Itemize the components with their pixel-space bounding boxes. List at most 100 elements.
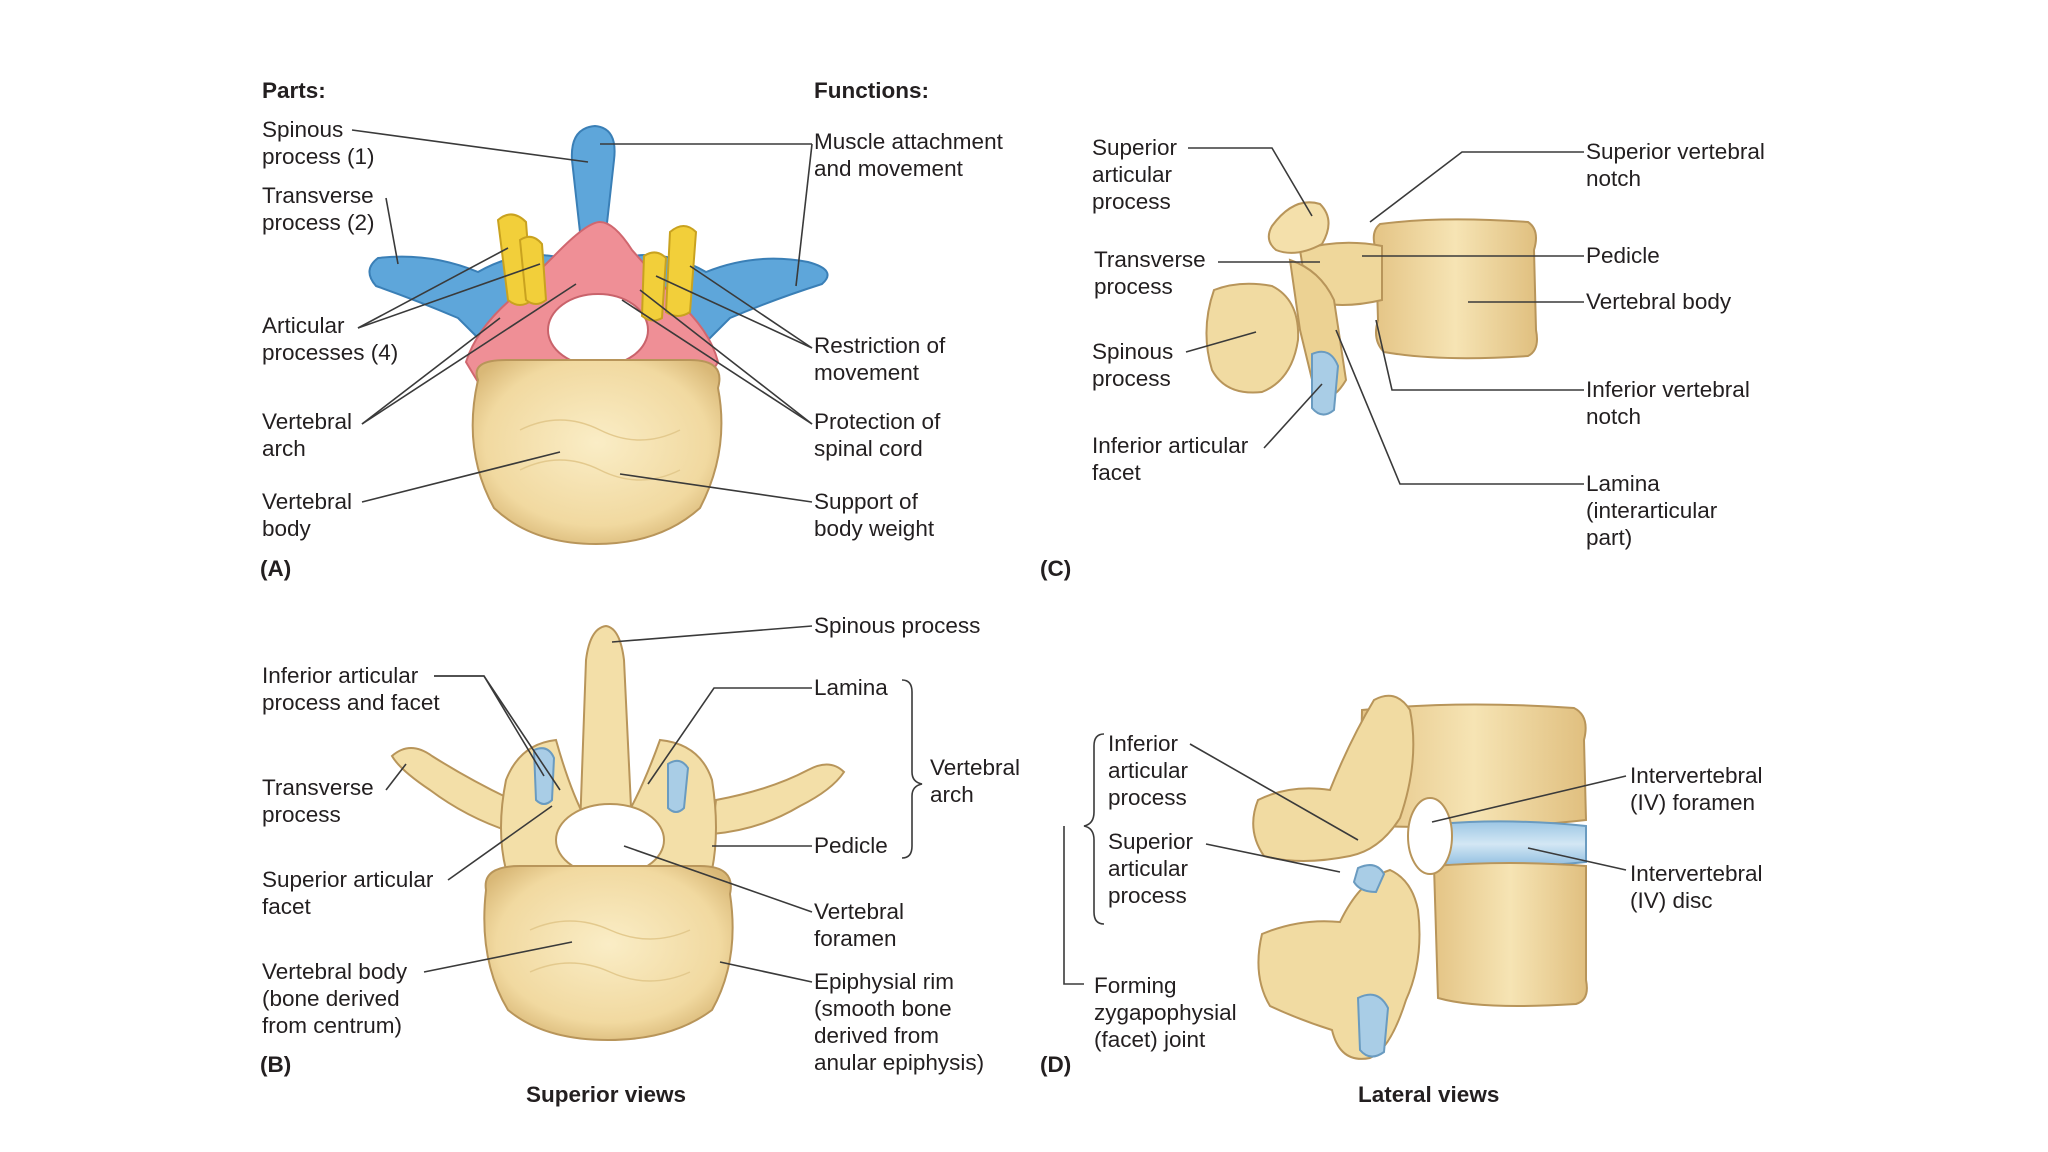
spinous-process-b	[578, 624, 634, 829]
leader-a-support	[619, 473, 813, 503]
leader-b-superior-facet	[447, 805, 553, 881]
panel-b-vertebra	[390, 624, 846, 1042]
leader-d-superior	[1205, 843, 1341, 873]
leader-lines	[351, 129, 1627, 985]
panel-d-vertebrae	[1252, 694, 1588, 1060]
label-b-epiphysial-rim: Epiphysial rim (smooth bone derived from…	[814, 969, 985, 1075]
label-b-inferior-articular: Inferior articular process and facet	[262, 663, 440, 715]
leader-d-iv-foramen	[1431, 775, 1627, 823]
leader-c-superior-notch	[1369, 151, 1584, 223]
leader-a-restriction-2	[655, 275, 813, 349]
caption-lateral-views: Lateral views	[1358, 1082, 1500, 1107]
label-c-superior-notch: Superior vertebral notch	[1586, 139, 1765, 191]
label-d-inferior-articular: Inferior articular process	[1108, 731, 1189, 810]
transverse-left-b	[390, 747, 520, 836]
label-a-spinous-process: Spinous process (1)	[262, 117, 375, 169]
facet-joint-d	[1352, 864, 1386, 894]
superior-articular-c	[1267, 201, 1330, 254]
leader-c-spinous	[1185, 331, 1257, 353]
leader-b-spinous	[611, 625, 813, 643]
label-a-articular-processes: Articular processes (4)	[262, 313, 399, 365]
leader-d-inferior	[1189, 743, 1359, 841]
panel-c-letter: (C)	[1040, 556, 1072, 581]
transverse-right-b	[710, 763, 846, 836]
label-a-restriction: Restriction of movement	[814, 333, 946, 385]
panel-a-letter: (A)	[260, 556, 292, 581]
label-d-iv-disc: Intervertebral (IV) disc	[1630, 861, 1763, 913]
facet-right-b	[667, 759, 690, 813]
leader-b-body	[423, 941, 573, 973]
label-d-superior-articular: Superior articular process	[1108, 829, 1194, 908]
leader-a-protection-2	[621, 299, 813, 425]
leader-c-inferior	[1263, 383, 1323, 449]
brace-b-arch	[901, 679, 923, 859]
label-c-inferior-facet: Inferior articular facet	[1092, 433, 1249, 485]
leader-b-transverse	[385, 763, 407, 791]
leader-a-articular-1	[357, 247, 509, 329]
label-b-vertebral-arch: Vertebral arch	[930, 755, 1021, 807]
label-c-inferior-notch: Inferior vertebral notch	[1586, 377, 1750, 429]
articular-left-inner	[518, 235, 548, 305]
label-b-lamina: Lamina	[814, 675, 888, 700]
articular-right-outer	[664, 225, 698, 317]
label-d-iv-foramen: Intervertebral (IV) foramen	[1630, 763, 1763, 815]
lower-body-d	[1432, 862, 1588, 1007]
facet-left-b	[532, 747, 556, 805]
panel-b-letter: (B)	[260, 1052, 292, 1077]
label-c-vertebral-body: Vertebral body	[1586, 289, 1732, 314]
label-a-protection: Protection of spinal cord	[814, 409, 941, 461]
label-c-lamina: Lamina (interarticular part)	[1586, 471, 1718, 550]
label-a-muscle-attachment: Muscle attachment and movement	[814, 129, 1003, 181]
label-a-vertebral-arch: Vertebral arch	[262, 409, 353, 461]
leader-c-superior	[1188, 147, 1313, 217]
label-a-support: Support of body weight	[814, 489, 935, 541]
leader-a-restriction-1	[689, 265, 813, 349]
vertebral-body-c	[1372, 218, 1538, 360]
caption-superior-views: Superior views	[526, 1082, 687, 1107]
leader-a-muscle-2	[795, 143, 813, 287]
leader-d-iv-disc	[1527, 847, 1627, 871]
label-b-superior-facet: Superior articular facet	[262, 867, 434, 919]
panel-c-vertebra	[1205, 201, 1538, 416]
spinous-process-c	[1205, 282, 1300, 394]
leader-c-inferior-notch	[1375, 319, 1584, 391]
lower-posterior-d	[1257, 868, 1421, 1060]
leader-b-inferior-2	[434, 675, 561, 791]
articular-right-inner	[640, 251, 668, 322]
iv-disc-d	[1432, 820, 1587, 868]
vertebral-body-b	[483, 865, 734, 1042]
leader-a-protection-1	[639, 289, 813, 425]
leader-a-articular-2	[357, 263, 541, 329]
leader-a-arch-2	[361, 283, 577, 425]
leader-d-joint	[1063, 826, 1084, 985]
panel-d-letter: (D)	[1040, 1052, 1072, 1077]
label-b-pedicle: Pedicle	[814, 833, 888, 858]
iv-foramen-d	[1407, 797, 1453, 875]
label-c-pedicle: Pedicle	[1586, 243, 1660, 268]
label-b-vertebral-foramen: Vertebral foramen	[814, 899, 905, 951]
panel-a-vertebra	[368, 124, 829, 546]
label-b-transverse: Transverse process	[262, 775, 374, 827]
label-a-transverse-process: Transverse process (2)	[262, 183, 375, 235]
inferior-facet-c	[1311, 350, 1340, 416]
label-c-transverse: Transverse process	[1094, 247, 1206, 299]
label-c-superior-articular: Superior articular process	[1092, 135, 1178, 214]
functions-header: Functions:	[814, 78, 929, 103]
parts-header: Parts:	[262, 78, 326, 103]
vertebral-body-a	[471, 359, 723, 546]
body-texture-a	[519, 419, 681, 481]
inferior-facet-d	[1356, 993, 1390, 1058]
label-d-facet-joint: Forming zygapophysial (facet) joint	[1094, 973, 1237, 1052]
leader-c-lamina	[1335, 329, 1584, 485]
vertebral-foramen-a	[547, 293, 649, 367]
leader-a-body	[361, 451, 561, 503]
label-c-spinous: Spinous process	[1092, 339, 1174, 391]
label-b-vertebral-body: Vertebral body (bone derived from centru…	[262, 959, 408, 1038]
body-texture-b	[529, 920, 691, 982]
leader-b-lamina	[647, 687, 812, 785]
label-b-spinous: Spinous process	[814, 613, 981, 638]
leader-a-spinous	[351, 129, 589, 163]
leader-b-foramen	[623, 845, 813, 913]
